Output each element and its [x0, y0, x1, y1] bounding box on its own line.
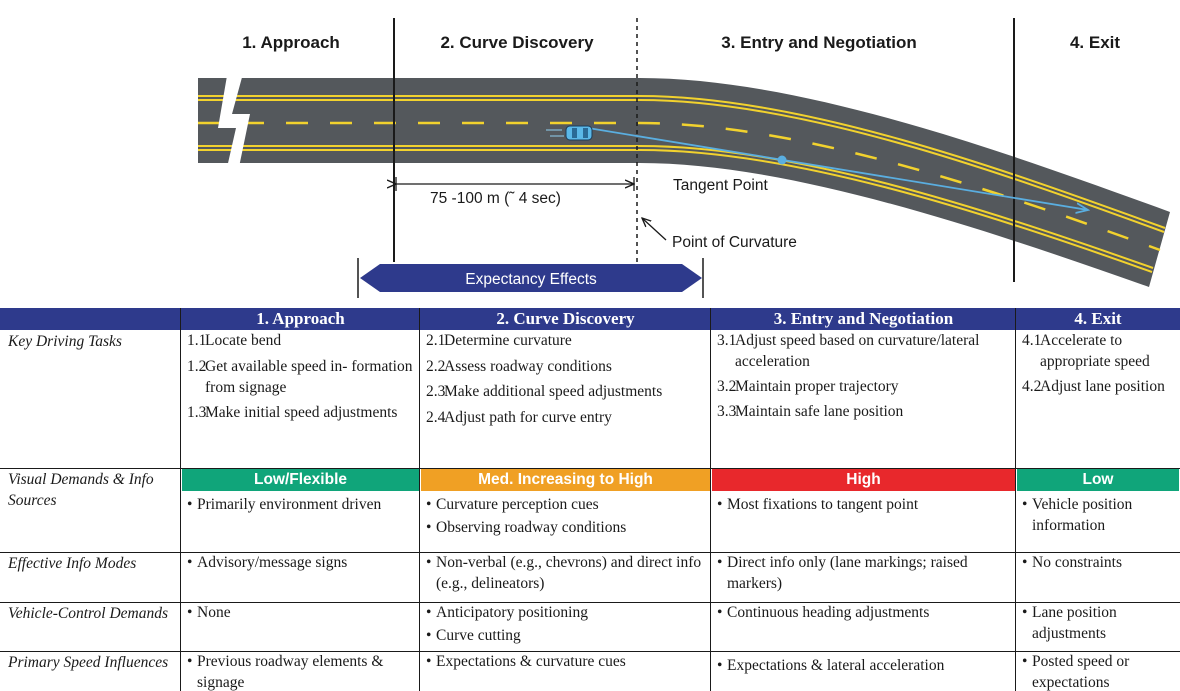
- table-header-row: 1. Approach 2. Curve Discovery 3. Entry …: [0, 308, 1180, 330]
- row-label: Primary Speed Influences: [8, 654, 169, 671]
- road-edge-line-bottom: [198, 145, 1154, 269]
- tangent-point-marker: [777, 155, 787, 165]
- info-modes-approach: Advisory/message signs: [181, 552, 420, 602]
- phase-title-entry-negotiation: 3. Entry and Negotiation: [721, 33, 917, 52]
- road-center-dashes: [198, 121, 1161, 252]
- info-modes-curve-discovery: Non-verbal (e.g., chevrons) and direct i…: [420, 552, 711, 602]
- grid-line: [419, 308, 420, 691]
- road-edge-line-top: [198, 95, 1166, 229]
- grid-line: [0, 552, 1180, 553]
- expectancy-effects-band: [360, 264, 702, 292]
- column-header-curve-discovery: 2. Curve Discovery: [496, 309, 635, 328]
- curve-phases-diagram: 1. Approach 2. Curve Discovery 3. Entry …: [198, 18, 1170, 298]
- list-item: Advisory/message signs: [181, 552, 420, 573]
- row-label: Visual Demands & Info Sources: [8, 471, 154, 509]
- list-item: Anticipatory positioning: [420, 602, 711, 623]
- list-item: Vehicle position information: [1016, 494, 1180, 536]
- vehicle-control-curve-discovery: Anticipatory positioning Curve cutting: [420, 602, 711, 651]
- column-header-entry-negotiation: 3. Entry and Negotiation: [773, 309, 954, 328]
- list-item: Non-verbal (e.g., chevrons) and direct i…: [420, 552, 711, 594]
- visual-demands-curve-discovery: Med. Increasing to High Curvature percep…: [420, 468, 711, 552]
- list-item: Observing roadway conditions: [420, 517, 711, 538]
- list-item: Posted speed or expectations: [1016, 651, 1180, 691]
- table-row-speed-influences: Primary Speed Influences Previous roadwa…: [0, 651, 1180, 691]
- list-item: Continuous heading adjustments: [711, 602, 1016, 623]
- grid-line: [0, 651, 1180, 652]
- expectancy-effects-label: Expectancy Effects: [465, 271, 597, 288]
- demand-level-badge: Low/Flexible: [182, 469, 419, 491]
- table-row-visual-demands: Visual Demands & Info Sources Low/Flexib…: [0, 468, 1180, 552]
- visual-demands-entry-negotiation: High Most fixations to tangent point: [711, 468, 1016, 552]
- vehicle-control-approach: None: [181, 602, 420, 651]
- phase-title-exit: 4. Exit: [1070, 33, 1120, 52]
- list-item: Lane position adjustments: [1016, 602, 1180, 644]
- grid-line: [180, 308, 181, 691]
- speed-influences-curve-discovery: Expectations & curvature cues: [420, 651, 711, 691]
- tangent-point-label: Tangent Point: [673, 177, 768, 194]
- list-item: Expectations & curvature cues: [420, 651, 711, 672]
- vehicle-control-entry-negotiation: Continuous heading adjustments: [711, 602, 1016, 651]
- visual-demands-approach: Low/Flexible Primarily environment drive…: [181, 468, 420, 552]
- row-label: Vehicle-Control Demands: [8, 605, 168, 622]
- sight-line: [587, 127, 1088, 210]
- demand-level-badge: Med. Increasing to High: [421, 469, 710, 491]
- demand-level-badge: Low: [1017, 469, 1179, 491]
- speed-influences-approach: Previous roadway elements & signage: [181, 651, 420, 691]
- road-break-icon: [218, 70, 250, 172]
- grid-line: [1015, 308, 1016, 691]
- table-row-vehicle-control: Vehicle-Control Demands None Anticipator…: [0, 602, 1180, 651]
- list-item: Previous roadway elements & signage: [181, 651, 420, 691]
- demand-level-badge: High: [712, 469, 1015, 491]
- road-edge-line-bottom-inner: [198, 149, 1153, 273]
- speed-influences-entry-negotiation: Expectations & lateral acceleration: [711, 651, 1016, 691]
- list-item: Expectations & lateral acceleration: [711, 655, 1016, 676]
- point-of-curvature-leader: [642, 218, 667, 241]
- info-modes-entry-negotiation: Direct info only (lane markings; raised …: [711, 552, 1016, 602]
- column-header-approach: 1. Approach: [256, 309, 345, 328]
- row-label: Key Driving Tasks: [8, 333, 122, 350]
- curve-driving-tasks-table: 1. Approach 2. Curve Discovery 3. Entry …: [0, 308, 1180, 691]
- list-item: Curve cutting: [420, 625, 711, 646]
- info-modes-exit: No constraints: [1016, 552, 1180, 602]
- grid-line: [0, 602, 1180, 603]
- grid-line: [710, 308, 711, 691]
- list-item: Primarily environment driven: [181, 494, 420, 515]
- point-of-curvature-label: Point of Curvature: [672, 234, 797, 251]
- phase-title-curve-discovery: 2. Curve Discovery: [440, 33, 594, 52]
- column-header-exit: 4. Exit: [1074, 309, 1122, 328]
- table-row-info-modes: Effective Info Modes Advisory/message si…: [0, 552, 1180, 602]
- list-item: Direct info only (lane markings; raised …: [711, 552, 1016, 594]
- distance-label: 75 -100 m (˜ 4 sec): [430, 190, 561, 207]
- visual-demands-exit: Low Vehicle position information: [1016, 468, 1180, 552]
- grid-line: [0, 468, 1180, 469]
- row-label: Effective Info Modes: [8, 555, 137, 572]
- speed-influences-exit: Posted speed or expectations: [1016, 651, 1180, 691]
- list-item: Most fixations to tangent point: [711, 494, 1016, 515]
- phase-title-approach: 1. Approach: [242, 33, 340, 52]
- vehicle-icon: [546, 125, 593, 141]
- vehicle-control-exit: Lane position adjustments: [1016, 602, 1180, 651]
- list-item: No constraints: [1016, 552, 1180, 573]
- list-item: None: [181, 602, 420, 623]
- road: [198, 78, 1170, 287]
- list-item: Curvature perception cues: [420, 494, 711, 515]
